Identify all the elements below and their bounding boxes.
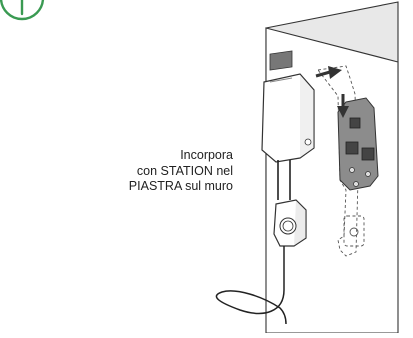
plate-hole <box>349 227 359 237</box>
plate-screw-bottom <box>353 181 359 187</box>
station-logo-line <box>269 77 293 83</box>
plate-slot-right <box>361 147 375 161</box>
charging-connector <box>273 199 307 247</box>
plate-slot-top <box>349 117 361 129</box>
connector-side <box>293 199 307 247</box>
plate-slot-left <box>345 141 359 155</box>
connector-socket <box>279 217 297 235</box>
station-display <box>269 50 293 71</box>
instruction-line-1: Incorpora <box>180 148 233 162</box>
station-side <box>299 73 315 159</box>
cable-loop <box>215 246 287 325</box>
plate-lower-dashed <box>343 215 365 247</box>
plate-screw-right <box>365 171 371 177</box>
step-badge-icon <box>0 0 45 21</box>
instruction-line-3: PIASTRA sul muro <box>128 179 233 193</box>
plate-screw-left <box>349 167 355 173</box>
mounting-plate <box>337 97 379 191</box>
station-button <box>304 138 312 146</box>
arrow-down-icon <box>337 94 349 118</box>
charging-station <box>261 50 315 163</box>
connector-socket-inner <box>282 220 294 232</box>
instruction-line-2: con STATION nel <box>136 163 233 178</box>
arrow-right-icon <box>315 66 342 79</box>
instruction-text: Incorpora con STATION nel PIASTRA sul mu… <box>129 148 233 195</box>
